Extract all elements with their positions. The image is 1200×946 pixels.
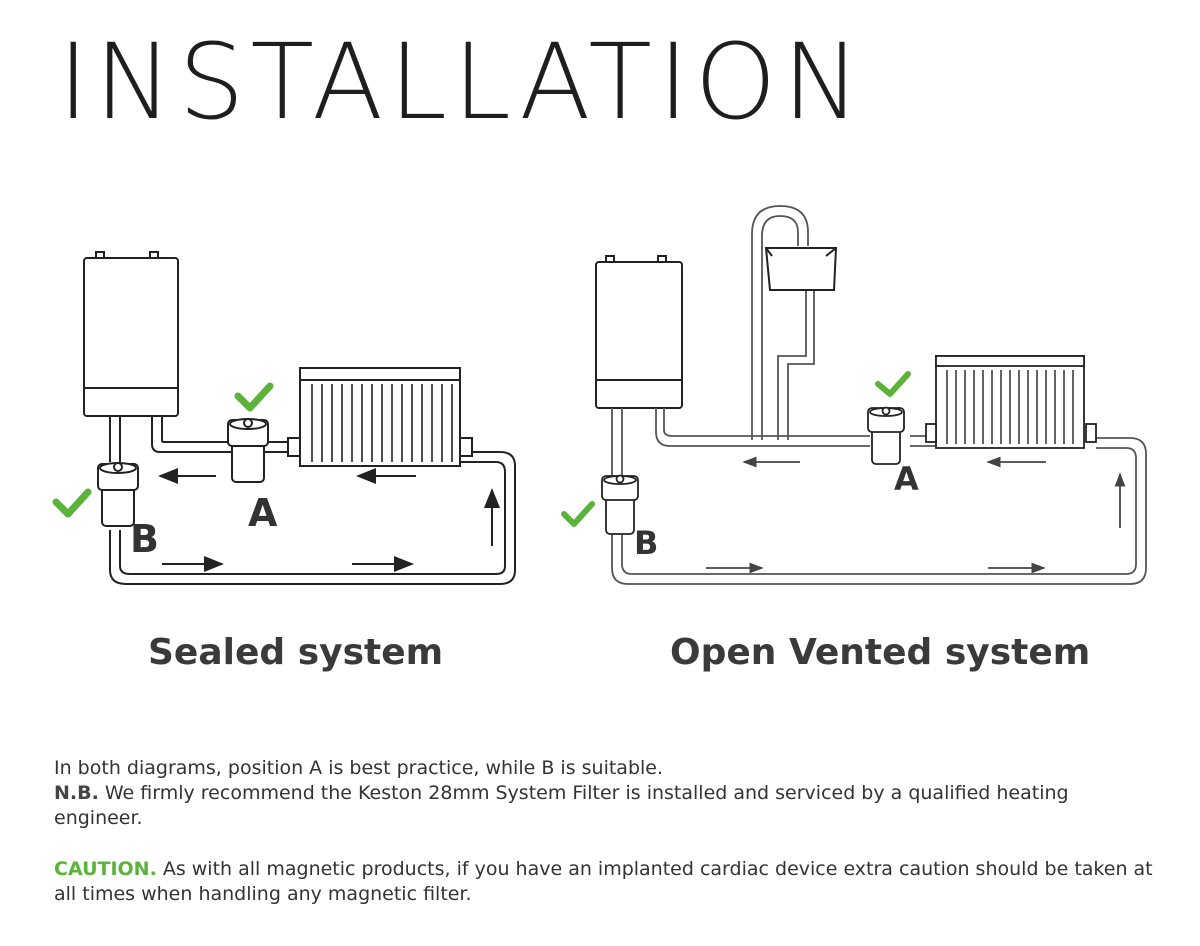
open-vented-system-diagram (595, 205, 1147, 585)
pipework (611, 408, 1147, 585)
boiler (595, 255, 683, 409)
page-title: INSTALLATION (58, 21, 867, 143)
check-icon (875, 371, 911, 397)
flow-arrows (158, 468, 500, 572)
check-icon (561, 501, 595, 527)
note-line-1: In both diagrams, position A is best pra… (54, 757, 664, 779)
check-icon (52, 488, 92, 518)
filter-a (227, 418, 269, 483)
label-b: B (634, 524, 658, 562)
flow-arrows (706, 456, 1126, 574)
nb-label: N.B. (54, 782, 99, 804)
check-icon (234, 382, 274, 412)
open-vented-system-caption: Open Vented system (670, 632, 1091, 673)
cold-water-tank (764, 247, 838, 291)
filter-b (97, 462, 139, 527)
installation-notes: In both diagrams, position A is best pra… (54, 756, 1154, 907)
nb-text: We firmly recommend the Keston 28mm Syst… (54, 782, 1069, 829)
caution-label: CAUTION. (54, 858, 157, 880)
boiler (83, 251, 179, 417)
note-nb: N.B. We firmly recommend the Keston 28mm… (54, 781, 1154, 831)
radiator (925, 355, 1097, 449)
label-a: A (894, 460, 919, 498)
sealed-system-diagram (83, 251, 516, 585)
label-b: B (130, 517, 159, 561)
sealed-system-caption: Sealed system (148, 632, 444, 673)
note-caution: CAUTION. As with all magnetic products, … (54, 857, 1154, 907)
vent-pipe (751, 205, 815, 440)
pipework (109, 416, 516, 585)
installation-diagrams: A B (52, 205, 1147, 585)
caution-text: As with all magnetic products, if you ha… (54, 858, 1153, 905)
label-a: A (248, 491, 278, 535)
filter-a (867, 406, 905, 465)
filter-b (601, 474, 639, 535)
radiator (287, 367, 473, 467)
